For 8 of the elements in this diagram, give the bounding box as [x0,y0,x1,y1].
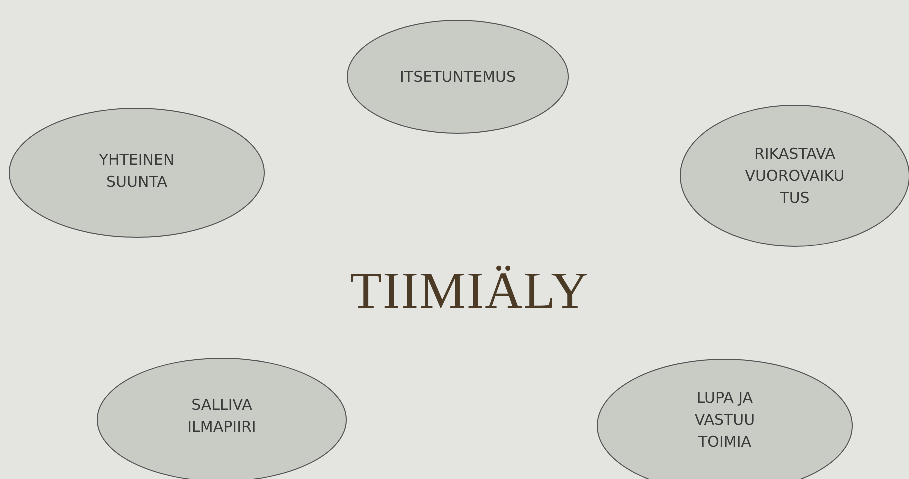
title: TIIMIÄLY [349,262,591,321]
node-label: SALLIVA ILMAPIIRI [186,395,258,438]
node-label: RIKASTAVA VUOROVAIKU TUS [744,144,846,209]
ellipse-node [9,108,265,238]
node-label: ITSETUNTEMUS [398,67,518,88]
node-label: YHTEINEN SUUNTA [98,150,176,193]
ellipse-node [347,20,569,134]
node-label: LUPA JA VASTUU TOIMIA [694,388,756,453]
